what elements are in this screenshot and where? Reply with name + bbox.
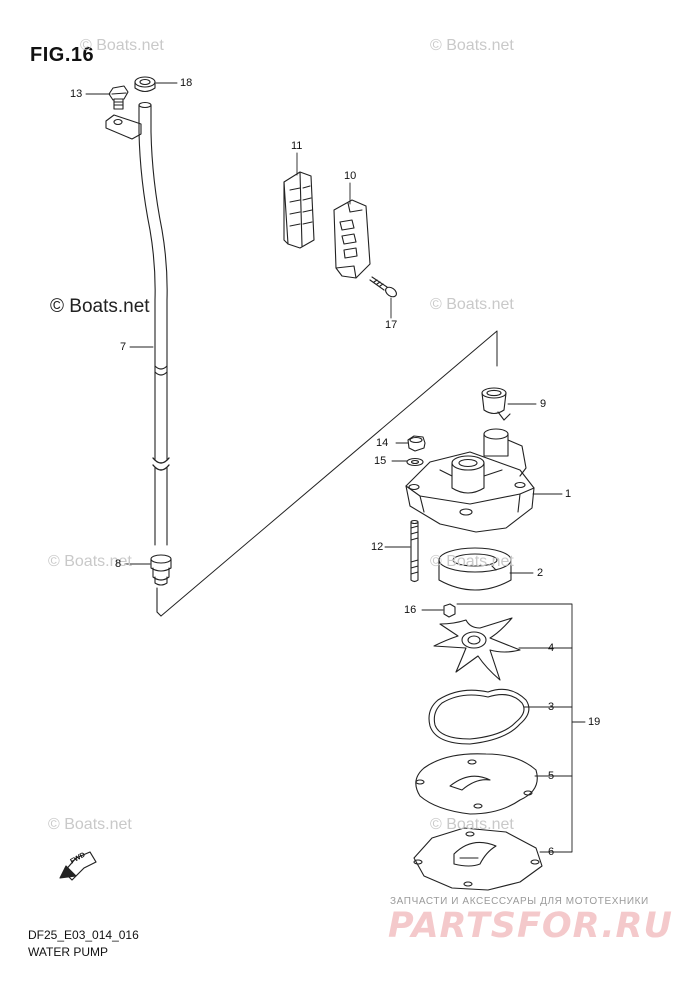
tube-outlet — [156, 587, 162, 617]
callout-15: 15 — [374, 455, 387, 467]
callout-2: 2 — [537, 567, 544, 579]
part-11-holder — [283, 171, 315, 249]
forward-arrow-icon — [59, 851, 97, 881]
watermark: © Boats.net — [48, 553, 132, 570]
callout-7: 7 — [120, 341, 127, 353]
part-18-grommet — [134, 76, 156, 93]
watermark: © Boats.net — [430, 296, 514, 313]
callout-19: 19 — [588, 716, 601, 728]
callout-9: 9 — [540, 398, 547, 410]
part-4-impeller — [433, 617, 521, 681]
tube-bracket — [105, 114, 142, 140]
assembly-reference-line — [160, 330, 498, 617]
watermark: © Boats.net — [80, 37, 164, 54]
part-2-pump-liner — [438, 547, 512, 591]
part-12-stud-bolt — [410, 519, 419, 583]
callout-12: 12 — [371, 541, 384, 553]
callout-5: 5 — [548, 770, 555, 782]
part-14-nut — [407, 435, 426, 452]
brand-logo-text: PARTSFOR.RU — [388, 906, 673, 946]
callout-4: 4 — [548, 642, 555, 654]
part-6-plate — [413, 827, 543, 891]
part-13-bolt — [108, 85, 129, 110]
watermark: © Boats.net — [430, 816, 514, 833]
callout-11: 11 — [291, 140, 303, 152]
watermark: © Boats.net — [48, 816, 132, 833]
callout-18: 18 — [180, 77, 193, 89]
part-10-holder — [333, 199, 371, 279]
callout-17: 17 — [385, 319, 398, 331]
watermark: © Boats.net — [430, 37, 514, 54]
callout-13: 13 — [70, 88, 83, 100]
callout-8: 8 — [115, 558, 122, 570]
leader-lines — [85, 82, 586, 853]
part-8-grommet — [150, 554, 172, 586]
figure-title: FIG.16 — [30, 44, 95, 66]
part-5-gasket — [415, 753, 538, 815]
part-17-screw — [369, 276, 397, 298]
callout-16: 16 — [404, 604, 417, 616]
callout-6: 6 — [548, 846, 555, 858]
figure-caption: WATER PUMP — [28, 945, 108, 959]
part-7-water-tube — [138, 101, 170, 546]
callout-3: 3 — [548, 701, 555, 713]
callout-1: 1 — [565, 488, 572, 500]
callout-14: 14 — [376, 437, 389, 449]
part-3-gasket — [428, 688, 530, 745]
part-1-pump-case — [405, 428, 535, 533]
part-16-key — [443, 603, 456, 618]
part-15-washer — [406, 457, 424, 467]
watermark: © Boats.net — [430, 553, 514, 570]
brand-tagline: ЗАПЧАСТИ И АКСЕССУАРЫ ДЛЯ МОТОТЕХНИКИ — [390, 896, 649, 907]
part-9-bushing — [481, 387, 511, 421]
model-code: DF25_E03_014_016 — [28, 928, 139, 942]
watermark: © Boats.net — [50, 296, 150, 317]
callout-10: 10 — [344, 170, 357, 182]
